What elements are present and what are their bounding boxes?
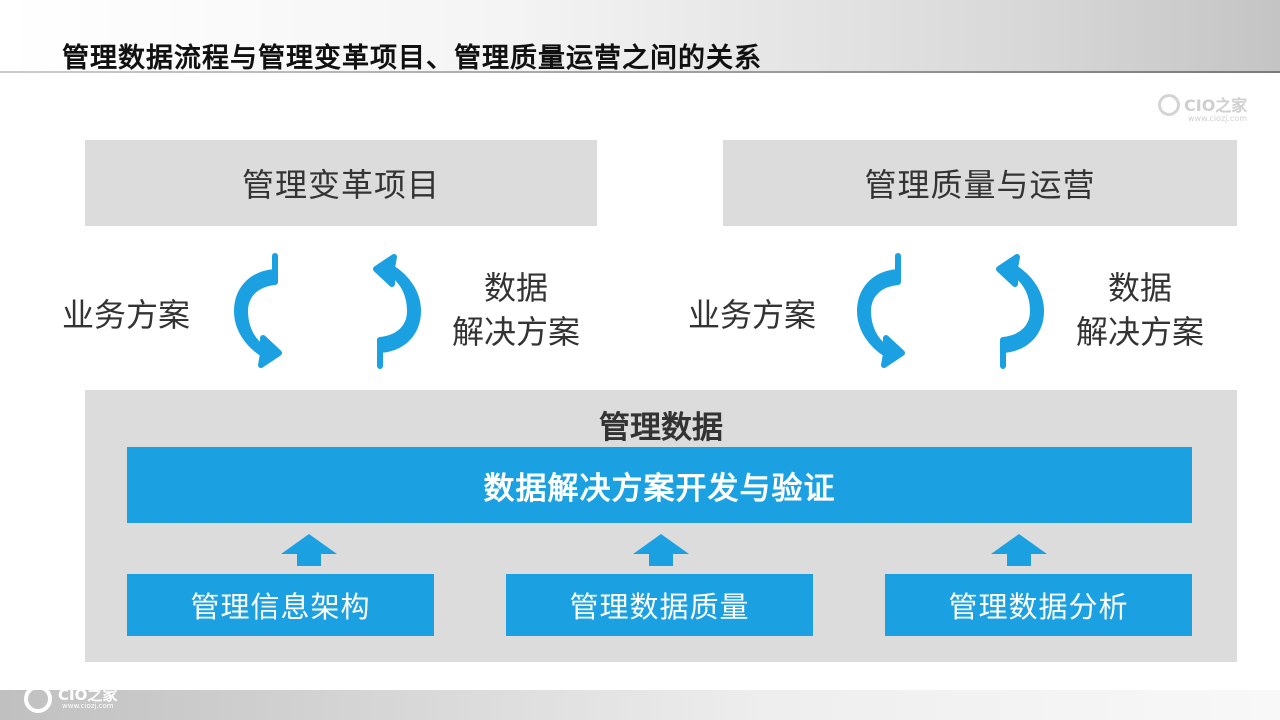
logo-url: www.ciozj.com bbox=[62, 702, 114, 710]
footer-bar bbox=[0, 690, 1280, 720]
data-solution-line2: 解决方案 bbox=[1076, 313, 1205, 351]
logo-ring-icon bbox=[1158, 94, 1180, 116]
business-solution-label-right: 业务方案 bbox=[688, 296, 817, 334]
header-divider bbox=[0, 71, 1280, 73]
data-solution-label-right: 数据 解决方案 bbox=[1076, 266, 1204, 354]
info-architecture-box: 管理信息架构 bbox=[127, 574, 434, 636]
cycle-arrows-icon bbox=[857, 253, 1044, 369]
footer-logo: CIO之家 www.ciozj.com bbox=[20, 682, 140, 718]
logo-ring-icon bbox=[24, 685, 52, 713]
cycle-arrows-icon bbox=[234, 253, 421, 369]
up-arrow-icon bbox=[633, 534, 689, 566]
solution-dev-bar: 数据解决方案开发与验证 bbox=[127, 447, 1192, 523]
logo-url: www.ciozj.com bbox=[1188, 114, 1248, 123]
data-solution-label-left: 数据 解决方案 bbox=[452, 266, 580, 354]
logo-brand: CIO之家 bbox=[1184, 96, 1248, 115]
header-bar bbox=[0, 0, 1280, 72]
change-project-box: 管理变革项目 bbox=[85, 140, 597, 226]
logo-brand: CIO之家 bbox=[58, 686, 118, 704]
quality-operations-box: 管理质量与运营 bbox=[723, 140, 1237, 226]
page-title: 管理数据流程与管理变革项目、管理质量运营之间的关系 bbox=[62, 43, 762, 74]
data-analysis-box: 管理数据分析 bbox=[885, 574, 1192, 636]
data-solution-line2: 解决方案 bbox=[452, 313, 581, 351]
panel-title: 管理数据 bbox=[599, 410, 723, 446]
data-quality-box: 管理数据质量 bbox=[506, 574, 813, 636]
management-data-panel: 管理数据 数据解决方案开发与验证 管理信息架构 管理数据质量 管理数据分析 bbox=[85, 390, 1237, 662]
watermark-logo-top: CIO之家 www.ciozj.com bbox=[1158, 92, 1268, 128]
data-solution-line1: 数据 bbox=[484, 269, 549, 307]
up-arrow-icon bbox=[281, 534, 337, 566]
data-solution-line1: 数据 bbox=[1108, 269, 1173, 307]
business-solution-label-left: 业务方案 bbox=[62, 296, 191, 334]
up-arrow-icon bbox=[991, 534, 1047, 566]
